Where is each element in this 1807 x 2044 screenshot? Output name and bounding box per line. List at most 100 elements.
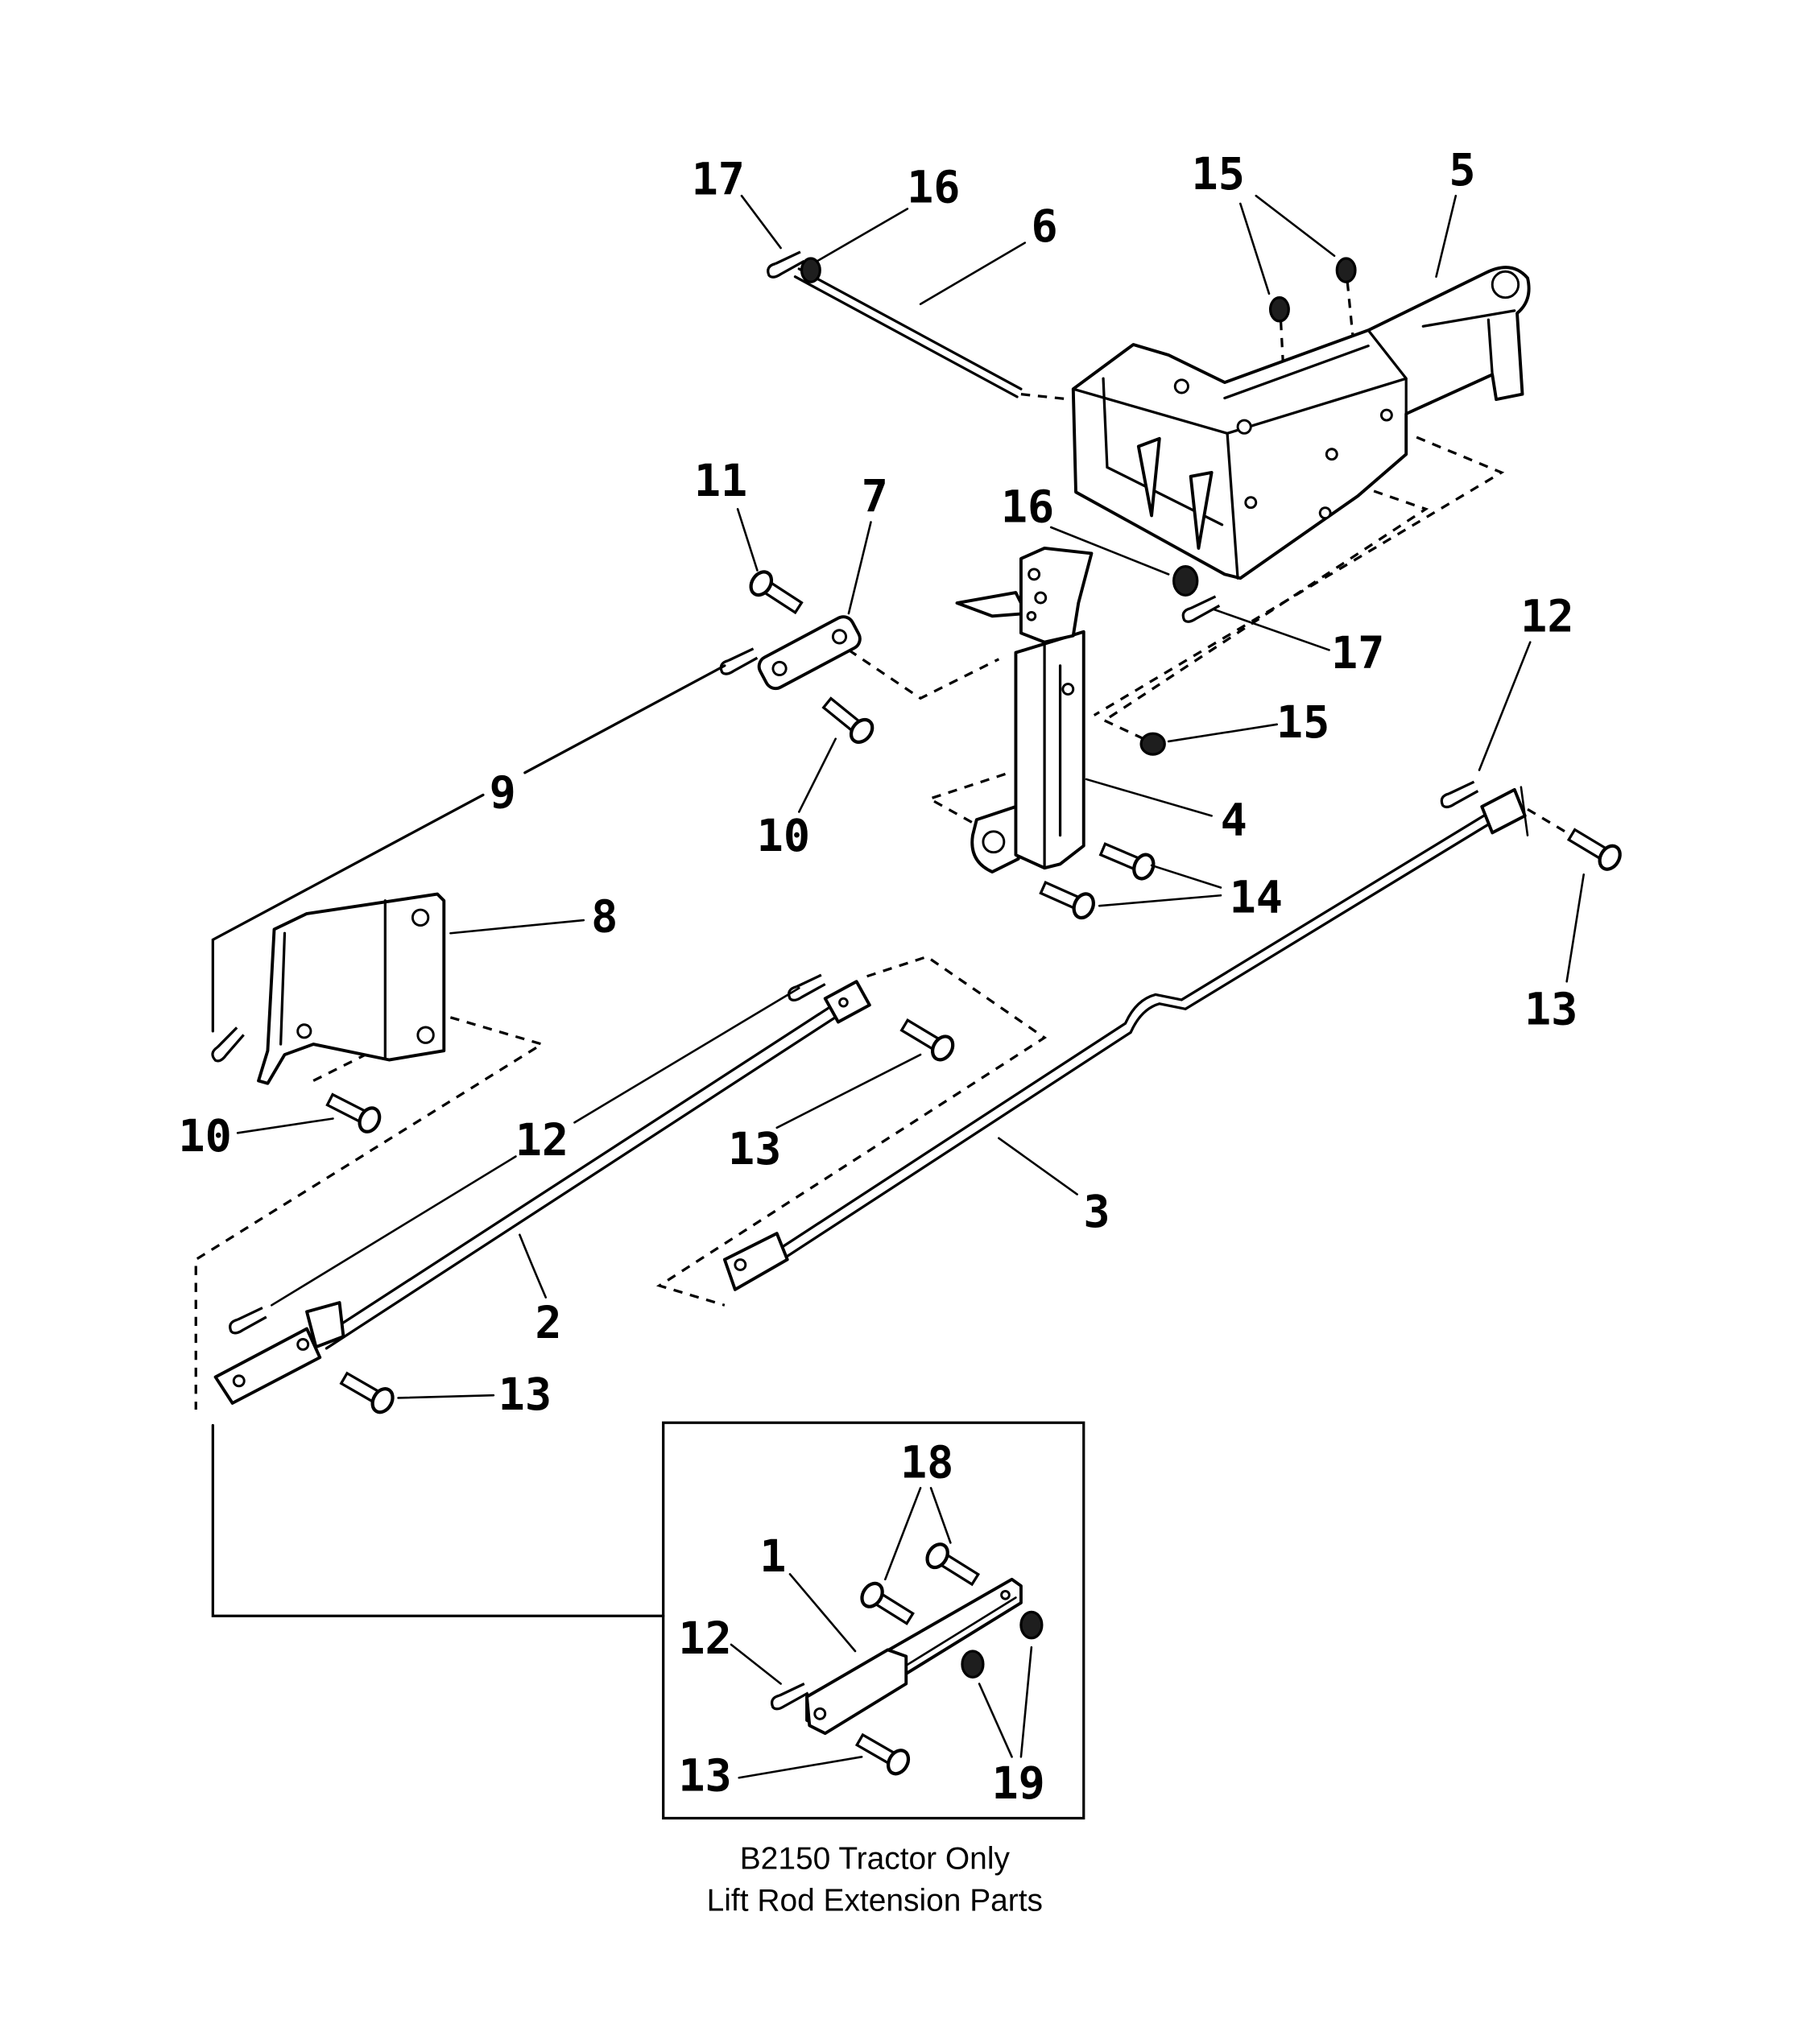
callouts: 17 16 6 15 5 11 7 16 17 12 15 9 10 4 14 … <box>178 144 1578 1809</box>
leader-line <box>573 987 800 1124</box>
leader-line <box>884 1487 922 1581</box>
callout-17: 17 <box>692 154 745 205</box>
bolt-18 <box>923 1541 982 1590</box>
pin-13 <box>898 1014 957 1063</box>
leader-line <box>738 1756 863 1779</box>
callout-12: 12 <box>1520 591 1573 642</box>
leader-line <box>1049 526 1170 576</box>
dashed-line <box>1103 719 1147 741</box>
leader-line <box>236 1117 334 1134</box>
dashed-line <box>655 955 1048 1307</box>
washer-15 <box>1335 257 1357 283</box>
cotter-pin-12 <box>787 973 827 1002</box>
leader-line <box>736 508 759 572</box>
rod-segment <box>523 664 726 774</box>
part-3-lift-rod <box>722 786 1529 1291</box>
inset-box <box>662 1421 1085 1820</box>
leader-line <box>1098 894 1222 907</box>
leader-line <box>1435 194 1458 279</box>
leader-line <box>1167 723 1278 743</box>
leader-line <box>1565 873 1586 983</box>
clevis-tab <box>1520 786 1529 836</box>
callout-10: 10 <box>178 1110 231 1162</box>
leader-line <box>519 1233 548 1299</box>
post-hole <box>1028 568 1041 581</box>
inset-connector <box>211 1423 665 1617</box>
leader-line <box>449 919 585 935</box>
callout-17: 17 <box>1331 627 1384 679</box>
dashed-line <box>194 1014 545 1410</box>
bolt-10 <box>325 1088 383 1135</box>
bolts <box>325 568 1624 1416</box>
frame-edges <box>1072 309 1516 580</box>
inset-frame <box>662 1421 1085 1820</box>
part-9-rod <box>211 664 726 1033</box>
clevis-hole <box>296 1338 310 1351</box>
leader-line <box>816 208 909 262</box>
callout-13: 13 <box>678 1749 731 1801</box>
pin-13 <box>1565 824 1624 873</box>
part-5-frame <box>1071 266 1531 580</box>
callout-12: 12 <box>515 1114 569 1166</box>
callout-9: 9 <box>490 767 516 819</box>
post-hole <box>1061 683 1075 696</box>
frame-hole <box>1173 378 1189 394</box>
rod-edge <box>771 813 1487 1255</box>
dashed-line <box>1020 393 1071 401</box>
cotter-pin-12 <box>770 1682 810 1711</box>
frame-hole <box>1318 506 1332 520</box>
callout-6: 6 <box>1032 200 1058 252</box>
rod-clevis <box>1480 787 1527 835</box>
rod-edge <box>325 1014 840 1350</box>
link-hole <box>771 660 788 677</box>
leader-line <box>978 1683 1013 1758</box>
post-hole <box>1034 591 1048 605</box>
callout-15: 15 <box>1276 696 1329 748</box>
clevis-hole <box>232 1374 246 1388</box>
leader-line <box>397 1394 495 1399</box>
leader-line <box>919 242 1027 306</box>
callout-16: 16 <box>1001 481 1054 533</box>
leader-line <box>1255 194 1336 258</box>
frame-hole <box>1325 448 1338 461</box>
rod-edge <box>793 275 1019 398</box>
callout-15: 15 <box>1192 148 1245 200</box>
part-7-link <box>757 615 862 691</box>
leader-line <box>740 194 782 250</box>
leader-line <box>1478 641 1532 771</box>
extension-sleeve <box>805 1648 908 1736</box>
washer-16 <box>1172 565 1199 597</box>
frame-gusset <box>1189 470 1214 550</box>
bracket-hole <box>296 1023 312 1039</box>
callout-8: 8 <box>591 891 618 943</box>
part-4-post <box>955 547 1094 873</box>
rod-clevis <box>305 1301 345 1349</box>
cotter-pin-12 <box>1440 780 1480 809</box>
cotter-pin-12 <box>229 1306 268 1335</box>
bracket-hole <box>411 908 430 927</box>
frame-body <box>1071 266 1531 580</box>
washer-15 <box>1268 296 1290 323</box>
rod-edge <box>318 1003 835 1340</box>
part-1-extension <box>805 1577 1023 1736</box>
callout-7: 7 <box>862 471 888 522</box>
bolt-14 <box>1098 838 1157 882</box>
post-flag <box>955 591 1028 618</box>
bolt-18 <box>858 1579 916 1629</box>
leader-line <box>1019 1646 1033 1758</box>
callout-1: 1 <box>759 1530 786 1582</box>
dashed-line <box>1093 436 1505 716</box>
leader-line <box>929 1487 952 1544</box>
cotter-pin <box>719 647 759 675</box>
callout-2: 2 <box>535 1297 561 1348</box>
leader-lines <box>211 194 1586 1617</box>
leader-line <box>1150 864 1222 889</box>
bolt-14 <box>1038 877 1097 921</box>
dashed-line <box>847 649 1000 700</box>
frame-hole <box>1491 270 1520 299</box>
pin-13 <box>854 1729 912 1778</box>
bolt-11 <box>746 568 805 618</box>
extension-hole <box>813 1707 827 1720</box>
extension-hole <box>1000 1589 1011 1600</box>
